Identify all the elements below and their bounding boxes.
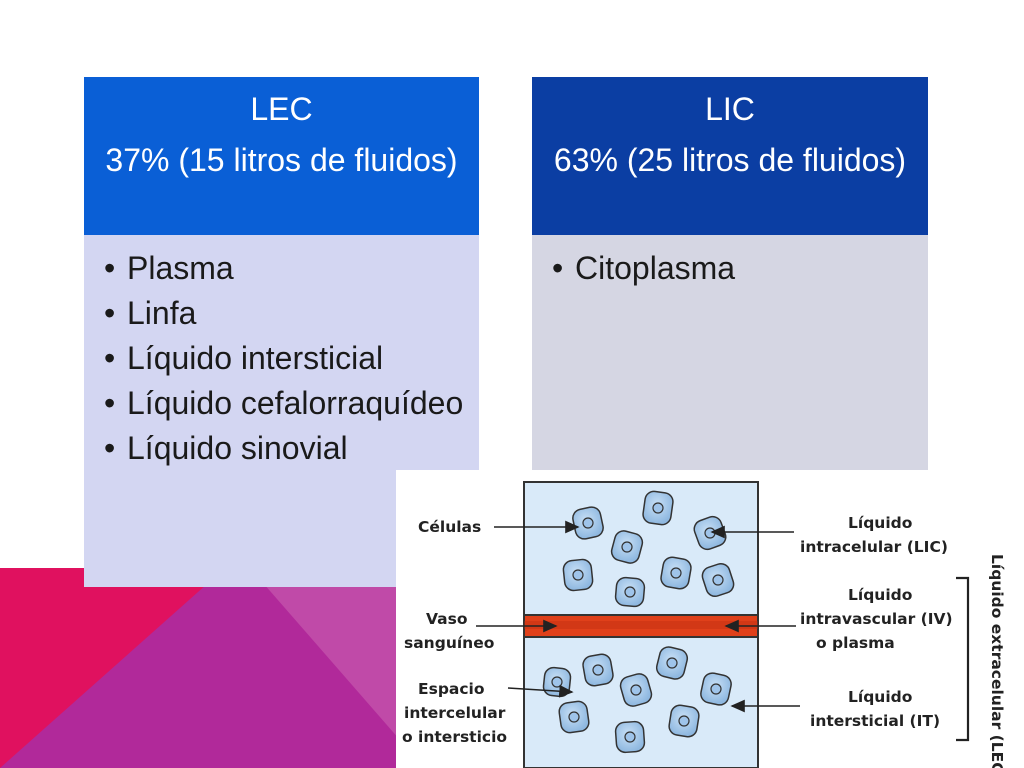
light-magenta-shape — [250, 568, 400, 740]
lec-card: LEC 37% (15 litros de fluidos) Plasma Li… — [84, 77, 479, 587]
lec-subtitle: 37% (15 litros de fluidos) — [105, 142, 458, 178]
lec-item-linfa: Linfa — [102, 296, 479, 330]
label-iv-3: o plasma — [816, 634, 895, 652]
label-lic-1: Líquido — [848, 514, 912, 532]
label-iv-2: intravascular (IV) — [800, 610, 953, 628]
label-it-2: intersticial (IT) — [810, 712, 940, 730]
label-lic-2: intracelular (LIC) — [800, 538, 948, 556]
fluid-compartments-diagram: Células Vaso sanguíneo Espacio intercelu… — [396, 470, 1024, 768]
lec-bracket — [956, 576, 970, 742]
lic-list: Citoplasma — [550, 251, 928, 285]
lec-body: Plasma Linfa Líquido intersticial Líquid… — [84, 235, 479, 587]
label-cells: Células — [418, 518, 481, 536]
lic-item-citoplasma: Citoplasma — [550, 251, 928, 285]
lic-card: LIC 63% (25 litros de fluidos) Citoplasm… — [532, 77, 928, 472]
label-lec-vertical: Líquido extracelular (LEC) — [988, 554, 1006, 768]
cells-group — [542, 490, 735, 754]
label-vessel-1: Vaso — [426, 610, 467, 628]
lec-title: LEC — [250, 91, 313, 127]
lic-body: Citoplasma — [532, 235, 928, 472]
lic-subtitle: 63% (25 litros de fluidos) — [553, 142, 907, 178]
lec-item-cefalorraquideo: Líquido cefalorraquídeo — [102, 386, 479, 420]
diagram-svg: Células Vaso sanguíneo Espacio intercelu… — [402, 481, 1006, 768]
label-space-2: intercelular — [404, 704, 506, 722]
lic-header: LIC 63% (25 litros de fluidos) — [532, 77, 928, 235]
label-iv-1: Líquido — [848, 586, 912, 604]
lec-header: LEC 37% (15 litros de fluidos) — [84, 77, 479, 235]
arrow-space — [507, 684, 574, 698]
lec-item-intersticial: Líquido intersticial — [102, 341, 479, 375]
lec-item-sinovial: Líquido sinovial — [102, 431, 479, 465]
lec-list: Plasma Linfa Líquido intersticial Líquid… — [102, 251, 479, 465]
label-it-1: Líquido — [848, 688, 912, 706]
lec-item-plasma: Plasma — [102, 251, 479, 285]
label-vessel-2: sanguíneo — [404, 634, 494, 652]
label-space-1: Espacio — [418, 680, 485, 698]
lic-title: LIC — [705, 91, 755, 127]
label-space-3: o intersticio — [402, 728, 507, 746]
